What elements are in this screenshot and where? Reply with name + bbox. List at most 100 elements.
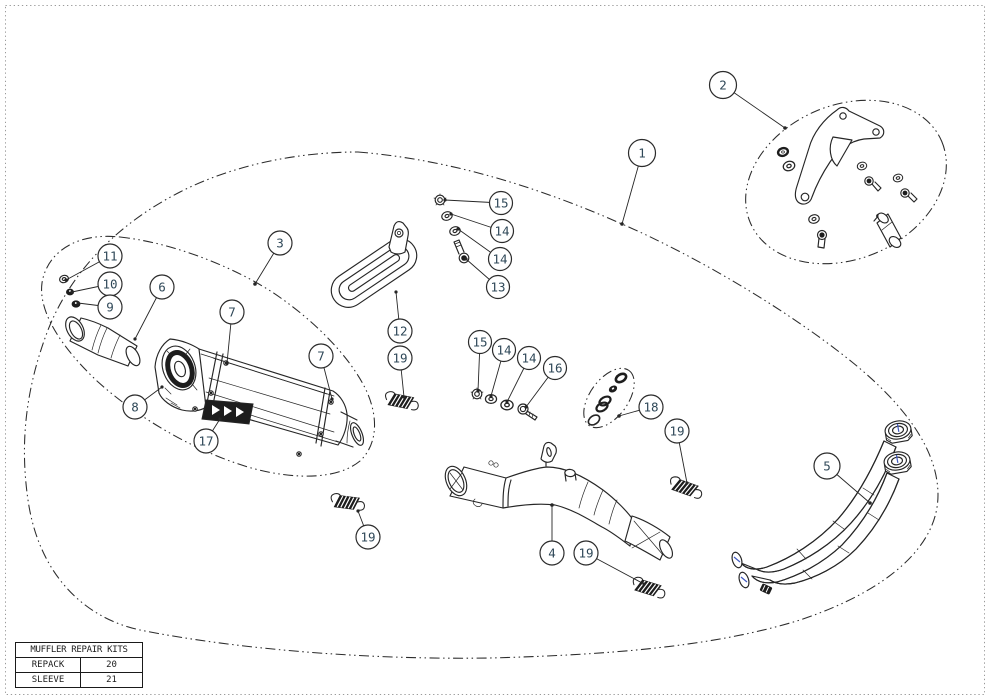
callout-10-label: 10 xyxy=(102,277,117,292)
bracket-bolt-a xyxy=(864,176,882,192)
callout-4-label: 4 xyxy=(548,546,556,561)
kit-number: 20 xyxy=(106,660,117,670)
header-pipes-drawing xyxy=(731,418,914,595)
muffler-sleeve-lines xyxy=(205,357,335,433)
muffler-logo-plate xyxy=(201,399,254,425)
callout-14c: 14 xyxy=(491,337,517,363)
kits-table-row-repack: REPACK 20 xyxy=(16,658,142,672)
callout-1: 1 xyxy=(627,138,657,168)
callout-14a: 14 xyxy=(489,218,515,244)
repair-kit-drawing xyxy=(587,372,628,426)
callout-19c: 19 xyxy=(664,418,690,444)
callout-2-label: 2 xyxy=(719,78,727,93)
callout-9: 9 xyxy=(97,294,123,320)
kit-number: 21 xyxy=(106,675,117,685)
muffler-front-face-edge xyxy=(198,348,207,408)
callout-13: 13 xyxy=(485,274,511,300)
callout-18-label: 18 xyxy=(643,400,658,415)
callout-12: 12 xyxy=(387,318,413,344)
callout-5-label: 5 xyxy=(823,459,831,474)
kits-table-title: MUFFLER REPAIR KITS xyxy=(16,643,142,658)
muffler-repair-kits-table: MUFFLER REPAIR KITS REPACK 20 SLEEVE 21 xyxy=(15,642,143,688)
inlet-pipe-drawing xyxy=(65,316,141,367)
muffler-outlet xyxy=(335,411,365,448)
bracket-damper xyxy=(873,212,902,248)
leader-dots xyxy=(64,126,872,586)
callout-12-label: 12 xyxy=(392,324,407,339)
callout-7a: 7 xyxy=(219,299,245,325)
kit-name: SLEEVE xyxy=(16,673,81,687)
bracket-washer-b xyxy=(855,160,869,172)
muffler-rivets xyxy=(192,360,334,457)
link-pipe-sensor-boss xyxy=(564,468,577,482)
link-pipe-rear-joint xyxy=(624,515,674,561)
callout-15a: 15 xyxy=(488,190,514,216)
callout-6: 6 xyxy=(149,274,175,300)
repair-kit-group-ellipse xyxy=(583,367,635,429)
callout-8-label: 8 xyxy=(131,400,139,415)
washer-14-top-a xyxy=(440,209,454,223)
callout-6-label: 6 xyxy=(158,280,166,295)
callout-14b: 14 xyxy=(487,246,513,272)
callout-14a-label: 14 xyxy=(494,224,509,239)
muffler-body-outline xyxy=(154,338,348,446)
bracket-grommet xyxy=(776,146,790,158)
callout-5: 5 xyxy=(813,452,841,480)
callout-13-label: 13 xyxy=(490,280,505,295)
callout-19a: 19 xyxy=(387,345,413,371)
callouts: 1 2 3 11 10 9 6 7 7 8 17 12 19 15 14 14 … xyxy=(97,70,841,566)
callout-17-label: 17 xyxy=(198,434,213,449)
callout-17: 17 xyxy=(193,428,219,454)
callout-1-label: 1 xyxy=(638,146,646,161)
bolt-16 xyxy=(517,403,538,421)
callout-11-label: 11 xyxy=(102,249,117,264)
callout-2: 2 xyxy=(708,70,738,100)
spring-19a xyxy=(382,389,421,413)
callout-19b-label: 19 xyxy=(360,530,375,545)
callout-7b: 7 xyxy=(308,343,334,369)
callout-9-label: 9 xyxy=(106,300,114,315)
callout-14c-label: 14 xyxy=(496,343,511,358)
callout-14b-label: 14 xyxy=(492,252,507,267)
callout-15a-label: 15 xyxy=(493,196,508,211)
kits-table-row-sleeve: SLEEVE 21 xyxy=(16,672,142,687)
bracket-washer-d xyxy=(807,213,821,225)
muffler-bracket xyxy=(794,106,885,205)
callout-11: 11 xyxy=(97,243,123,269)
callout-8: 8 xyxy=(122,394,148,420)
nut-15-mid xyxy=(470,387,484,400)
kit-name: REPACK xyxy=(16,658,81,672)
washer-14-top-b xyxy=(448,224,462,238)
callout-10: 10 xyxy=(97,271,123,297)
callout-19d-label: 19 xyxy=(578,546,593,561)
hardware-set-top xyxy=(433,193,470,264)
strap-mount-tab xyxy=(388,220,409,255)
link-pipe-drawing xyxy=(444,441,674,561)
hardware-set-middle xyxy=(470,387,538,421)
callout-7a-label: 7 xyxy=(228,305,236,320)
callout-15b: 15 xyxy=(467,329,493,355)
bracket-kit-group-ellipse xyxy=(745,99,947,265)
callout-14d: 14 xyxy=(516,345,542,371)
callout-4: 4 xyxy=(539,540,565,566)
callout-19d: 19 xyxy=(573,540,599,566)
bracket-bolt-c xyxy=(816,229,828,249)
bracket-washer-a xyxy=(781,159,797,173)
callout-19a-label: 19 xyxy=(392,351,407,366)
page-border xyxy=(5,5,985,695)
spring-19b xyxy=(329,492,367,513)
callout-19c-label: 19 xyxy=(669,424,684,439)
bracket-bolt-b xyxy=(900,188,918,203)
callout-14d-label: 14 xyxy=(521,351,536,366)
callout-3: 3 xyxy=(267,230,293,256)
muffler-strap-drawing xyxy=(330,220,418,308)
bracket-kit-drawing xyxy=(776,106,918,249)
bracket-washer-c xyxy=(891,172,905,184)
muffler-rear-band xyxy=(315,387,331,447)
muffler-front-opening xyxy=(161,345,197,391)
callout-18: 18 xyxy=(638,394,664,420)
link-pipe-hanger-tab xyxy=(540,441,557,467)
header-flange-upper xyxy=(883,418,914,445)
muffler-drawing xyxy=(154,338,365,457)
